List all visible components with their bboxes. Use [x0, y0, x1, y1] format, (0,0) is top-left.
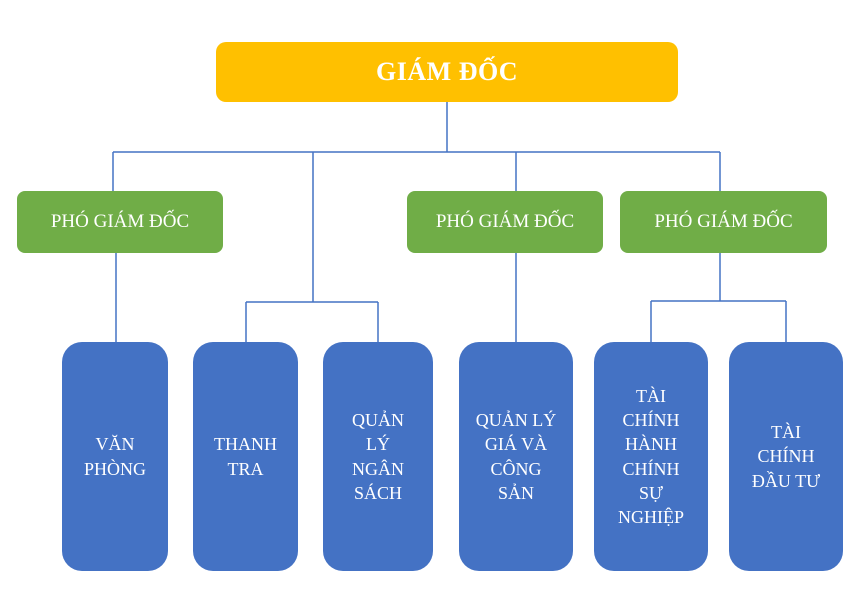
deputy-label: PHÓ GIÁM ĐỐC: [654, 211, 793, 232]
department-label: VĂN PHÒNG: [83, 434, 146, 479]
org-node-deputy-right: PHÓ GIÁM ĐỐC: [620, 191, 827, 253]
org-node-dept-thanh-tra: THANH TRA: [193, 342, 298, 571]
org-node-dept-van-phong: VĂN PHÒNG: [62, 342, 168, 571]
department-label: TÀI CHÍNH ĐẦU TƯ: [751, 422, 821, 491]
department-label: THANH TRA: [214, 434, 277, 479]
org-node-dept-quan-ly-ngan-sach: QUẢN LÝ NGÂN SÁCH: [323, 342, 433, 571]
org-node-dept-quan-ly-gia-va-cong-san: QUẢN LÝ GIÁ VÀ CÔNG SẢN: [459, 342, 573, 571]
org-node-director: GIÁM ĐỐC: [216, 42, 678, 102]
department-label: QUẢN LÝ GIÁ VÀ CÔNG SẢN: [475, 409, 557, 503]
deputy-label: PHÓ GIÁM ĐỐC: [50, 211, 190, 232]
org-node-dept-tai-chinh-hanh-chinh-su-nghiep: TÀI CHÍNH HÀNH CHÍNH SỰ NGHIỆP: [594, 342, 708, 571]
department-label: QUẢN LÝ NGÂN SÁCH: [352, 409, 404, 503]
org-node-dept-tai-chinh-dau-tu: TÀI CHÍNH ĐẦU TƯ: [729, 342, 843, 571]
department-label: TÀI CHÍNH HÀNH CHÍNH SỰ NGHIỆP: [618, 385, 684, 528]
org-node-deputy-middle: PHÓ GIÁM ĐỐC: [407, 191, 603, 253]
deputy-label: PHÓ GIÁM ĐỐC: [435, 211, 575, 232]
director-label: GIÁM ĐỐC: [376, 57, 518, 86]
org-node-deputy-left: PHÓ GIÁM ĐỐC: [17, 191, 223, 253]
